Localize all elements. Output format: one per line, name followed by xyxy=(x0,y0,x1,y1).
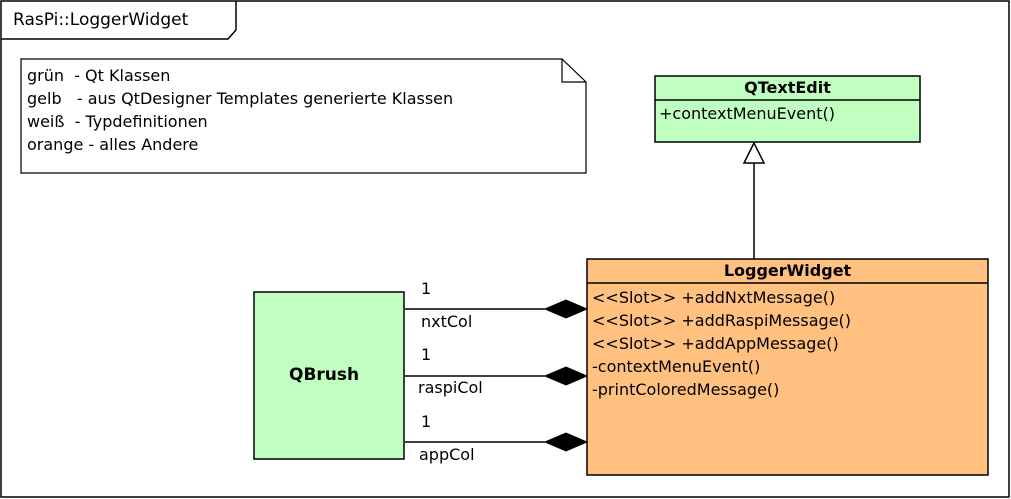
loggerwidget-member: <<Slot>> +addNxtMessage() xyxy=(592,288,836,307)
nxtcol-multiplicity: 1 xyxy=(421,279,432,298)
association-nxtcol xyxy=(405,299,589,319)
raspicol-multiplicity: 1 xyxy=(421,345,432,364)
class-qtextedit xyxy=(654,75,921,143)
composition-diamond xyxy=(543,299,589,319)
class-qbrush-box xyxy=(253,291,405,460)
loggerwidget-member: -contextMenuEvent() xyxy=(592,357,761,376)
qtextedit-member: +contextMenuEvent() xyxy=(659,104,835,123)
frame-title: RasPi::LoggerWidget xyxy=(13,10,189,30)
appcol-multiplicity: 1 xyxy=(421,412,432,431)
note-line-green: grün - Qt Klassen xyxy=(27,66,171,85)
frame-title-tab xyxy=(1,1,237,40)
note-fold xyxy=(561,59,586,83)
loggerwidget-name: LoggerWidget xyxy=(723,261,852,280)
loggerwidget-box xyxy=(586,258,989,476)
note-line-yellow: gelb - aus QtDesigner Templates generier… xyxy=(27,89,454,108)
nxtcol-role: nxtCol xyxy=(421,312,473,331)
note-line-orange: orange - alles Andere xyxy=(27,135,199,154)
loggerwidget-member: <<Slot>> +addRaspiMessage() xyxy=(592,311,852,330)
class-loggerwidget xyxy=(586,258,989,476)
composition-diamond xyxy=(543,432,589,452)
qtextedit-box xyxy=(654,75,921,143)
note-line-white: weiß - Typdefinitionen xyxy=(27,112,208,131)
composition-diamond xyxy=(543,366,589,386)
generalization-arrow xyxy=(742,141,766,259)
loggerwidget-member: -printColoredMessage() xyxy=(592,380,780,399)
association-appcol xyxy=(405,432,589,452)
association-raspicol xyxy=(405,366,589,386)
appcol-role: appCol xyxy=(419,445,475,464)
qbrush-name: QBrush xyxy=(289,365,360,385)
raspicol-role: raspiCol xyxy=(418,378,483,397)
generalization-arrowhead xyxy=(742,141,766,164)
qtextedit-name: QTextEdit xyxy=(744,78,831,97)
legend-note xyxy=(20,58,587,174)
note-body xyxy=(20,58,587,174)
loggerwidget-member: <<Slot>> +addAppMessage() xyxy=(592,334,839,353)
